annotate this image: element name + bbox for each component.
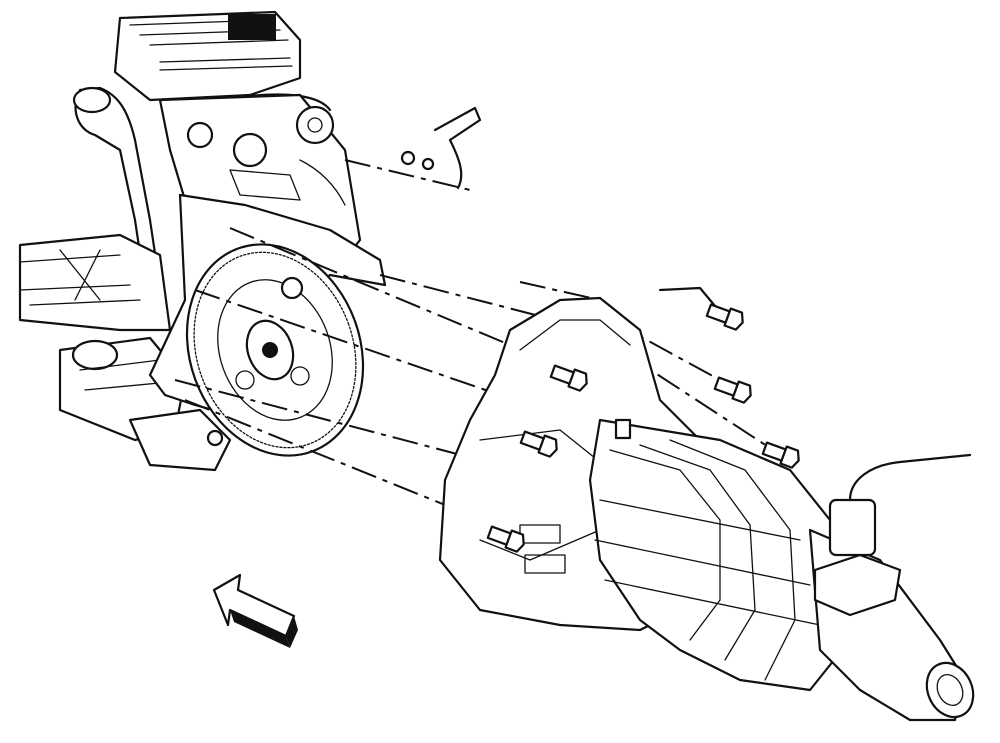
bracket-icon xyxy=(400,106,482,190)
bolt-icon xyxy=(486,303,800,553)
transmission-icon xyxy=(438,296,975,722)
alignment-lines xyxy=(174,159,771,516)
engine-icon xyxy=(18,10,362,332)
flywheel-icon xyxy=(185,243,365,457)
arrow-icon xyxy=(212,573,298,648)
starter-motor-icon xyxy=(58,336,232,472)
